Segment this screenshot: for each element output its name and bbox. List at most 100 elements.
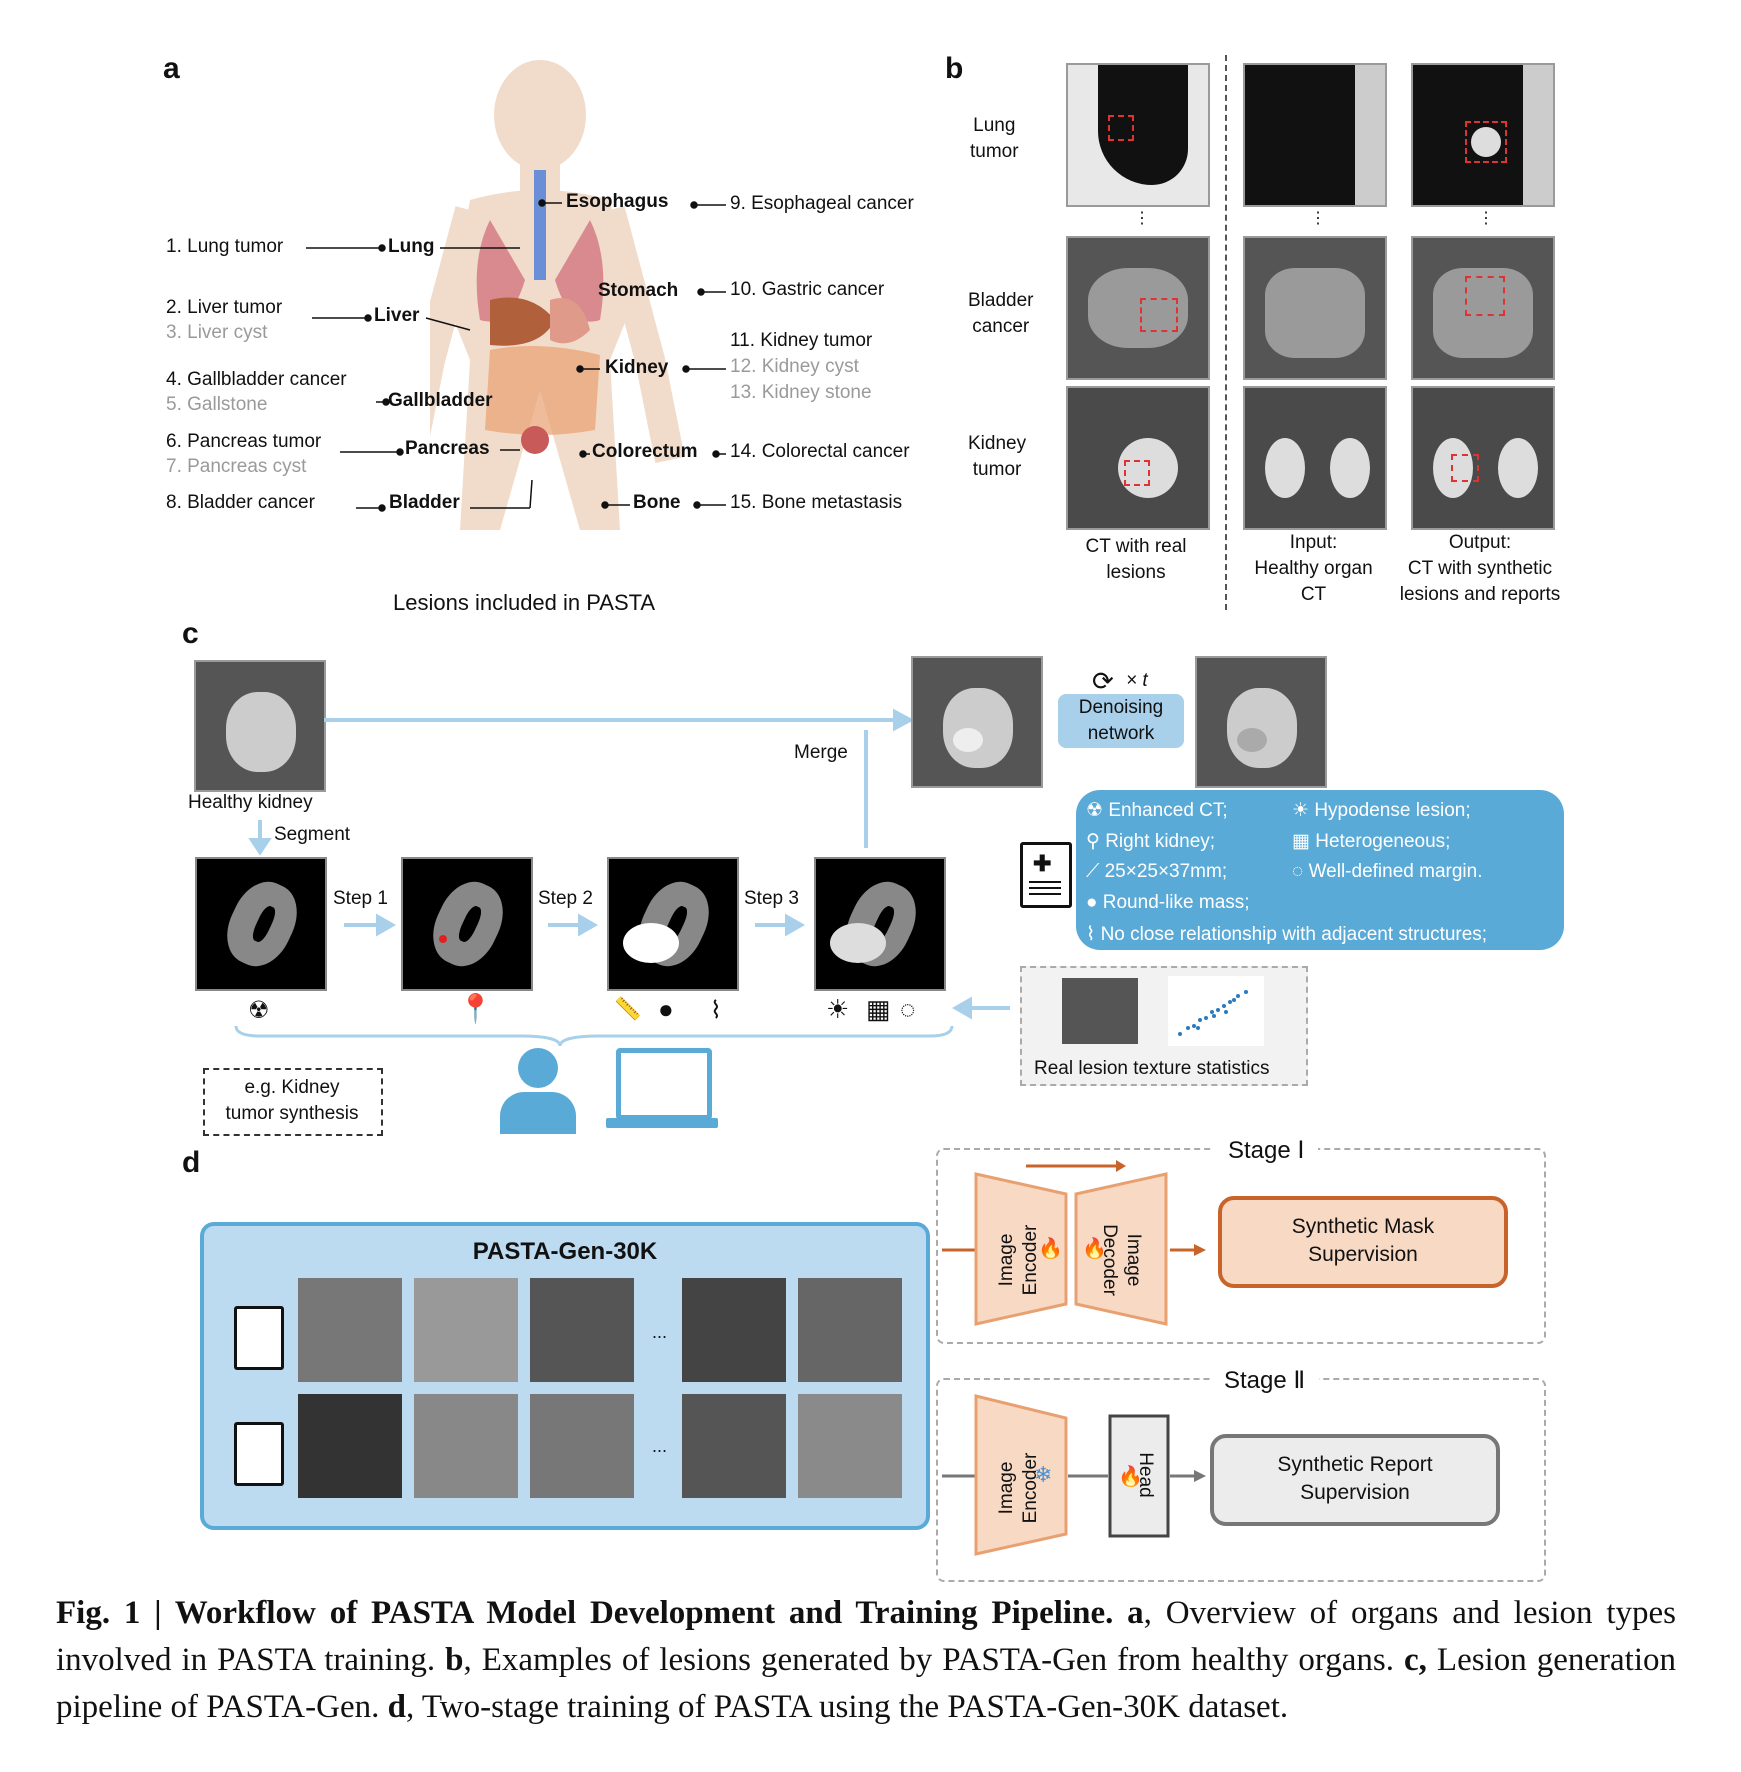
- report-round-mass: ● Round-like mass;: [1086, 892, 1250, 913]
- location-pin-icon: 📍: [458, 993, 493, 1024]
- figure-caption: Fig. 1 | Workflow of PASTA Model Develop…: [56, 1590, 1676, 1731]
- dataset-title: PASTA-Gen-30K: [472, 1238, 658, 1265]
- caption-d-key: d: [387, 1689, 406, 1725]
- mask-supervision-label: Synthetic Mask Supervision: [1291, 1215, 1435, 1266]
- ct-input-lung: [1243, 63, 1387, 207]
- ellipsis-col3: ⋮: [1478, 210, 1494, 227]
- texture-scatter-plot: [1168, 976, 1264, 1046]
- stage2-diagram: [942, 1394, 1206, 1556]
- lesion-10: 10. Gastric cancer: [730, 279, 885, 300]
- example-box: [203, 1068, 383, 1136]
- row-label-lung: Lung tumor: [970, 115, 1019, 162]
- mass-shape-icon: ●: [658, 994, 674, 1024]
- stage1-label: Stage Ⅰ: [1214, 1136, 1319, 1165]
- lesion-5: 5. Gallstone: [166, 394, 268, 415]
- example-label: e.g. Kidney tumor synthesis: [225, 1077, 359, 1124]
- caption-a-text: , Overview of organs and lesion types in…: [56, 1595, 1676, 1678]
- mask-step0: [195, 857, 327, 991]
- dataset-ellipsis-row2: ...: [652, 1436, 668, 1456]
- caption-b-text: , Examples of lesions generated by PASTA…: [463, 1642, 1404, 1678]
- dataset-ellipsis-row1: ...: [652, 1322, 668, 1342]
- lesion-6: 6. Pancreas tumor: [166, 431, 322, 452]
- panel-c-letter: c: [182, 617, 199, 650]
- report-no-relationship: ⌇ No close relationship with adjacent st…: [1086, 924, 1488, 945]
- dataset-image-r1-c3: [530, 1278, 634, 1382]
- caption-c-key: c,: [1404, 1642, 1427, 1678]
- report-doc-icon: ✚: [1020, 842, 1072, 908]
- texture-patch-image: [1062, 978, 1138, 1044]
- ellipsis-col2: ⋮: [1310, 210, 1326, 227]
- caption-d-text: , Two-stage training of PASTA using the …: [405, 1689, 1289, 1725]
- panel-b-divider: [1225, 55, 1227, 610]
- caption-title: Fig. 1 | Workflow of PASTA Model Develop…: [56, 1595, 1114, 1631]
- dataset-image-r2-c5: [798, 1394, 902, 1498]
- dataset-report-icon-2: [234, 1422, 284, 1486]
- mask-step2: [607, 857, 739, 991]
- lesion-3: 3. Liver cyst: [166, 322, 268, 343]
- step2-label: Step 2: [538, 888, 593, 909]
- dataset-image-r1-c4: [682, 1278, 786, 1382]
- dataset-report-icon-1: [234, 1306, 284, 1370]
- dataset-image-r2-c2: [414, 1394, 518, 1498]
- ct-input-kidney: [1243, 386, 1387, 530]
- texture-stats-label: Real lesion texture statistics: [1034, 1058, 1270, 1079]
- panel-b-letter: b: [945, 52, 964, 85]
- dataset-image-r1-c1: [298, 1278, 402, 1382]
- doctor-icon: [496, 1048, 578, 1134]
- organ-bladder: Bladder: [389, 492, 460, 513]
- lesion-13: 13. Kidney stone: [730, 382, 872, 403]
- lesion-11: 11. Kidney tumor: [730, 330, 873, 351]
- row-label-kidney: Kidney tumor: [968, 433, 1027, 480]
- organ-stomach: Stomach: [598, 280, 679, 301]
- report-right-kidney: ⚲ Right kidney;: [1086, 831, 1216, 852]
- ct-real-bladder: [1066, 236, 1210, 380]
- segment-label: Segment: [274, 824, 351, 845]
- stage1-decoder-flame-icon: 🔥: [1082, 1238, 1107, 1260]
- col-caption-output: Output: CT with synthetic lesions and re…: [1399, 532, 1561, 605]
- organ-bone: Bone: [633, 492, 681, 513]
- ct-healthy-kidney: [194, 660, 326, 792]
- ct-output-lung: [1411, 63, 1555, 207]
- panel-a-caption: Lesions included in PASTA: [393, 590, 656, 615]
- mask-supervision-box: Synthetic Mask Supervision: [1218, 1196, 1508, 1288]
- panel-d-letter: d: [182, 1146, 201, 1179]
- step1-label: Step 1: [333, 888, 388, 909]
- lesion-2: 2. Liver tumor: [166, 297, 283, 318]
- lesion-7: 7. Pancreas cyst: [166, 456, 307, 477]
- ct-denoised: [1195, 656, 1327, 788]
- lesion-12: 12. Kidney cyst: [730, 356, 859, 377]
- caption-c-text: Lesion generation pipeline of PASTA-Gen.: [56, 1642, 1676, 1725]
- ct-real-kidney: [1066, 386, 1210, 530]
- checker-icon: ▦: [866, 994, 891, 1024]
- ct-merged: [911, 656, 1043, 788]
- caption-a-key: a: [1127, 1595, 1144, 1631]
- denoising-network-label: Denoising network: [1078, 697, 1164, 744]
- panel-a-letter: a: [163, 52, 180, 85]
- snowflake-icon: ❄: [1034, 1462, 1053, 1487]
- dataset-image-r1-c5: [798, 1278, 902, 1382]
- leader-lines: [306, 199, 726, 512]
- laptop-icon: [606, 1048, 718, 1134]
- ct-real-lung: [1066, 63, 1210, 207]
- ct-output-kidney: [1411, 386, 1555, 530]
- organ-esophagus: Esophagus: [566, 191, 669, 212]
- lesion-1: 1. Lung tumor: [166, 236, 284, 257]
- lesion-15: 15. Bone metastasis: [730, 492, 903, 513]
- stage2-label: Stage Ⅱ: [1210, 1366, 1320, 1395]
- organ-pancreas: Pancreas: [405, 438, 490, 459]
- dataset-image-r2-c4: [682, 1394, 786, 1498]
- row-label-bladder: Bladder cancer: [968, 290, 1034, 337]
- organ-colorectum: Colorectum: [592, 441, 698, 462]
- step3-label: Step 3: [744, 888, 799, 909]
- organ-liver: Liver: [374, 305, 420, 326]
- dataset-box: PASTA-Gen-30K ... ...: [200, 1222, 930, 1530]
- body-illustration: [430, 60, 685, 530]
- lesion-9: 9. Esophageal cancer: [730, 193, 914, 214]
- organ-kidney: Kidney: [605, 357, 669, 378]
- healthy-kidney-label: Healthy kidney: [188, 792, 313, 813]
- col-caption-real: CT with real lesions: [1085, 536, 1187, 583]
- col-caption-input: Input: Healthy organ CT: [1254, 532, 1373, 605]
- mask-step1: [401, 857, 533, 991]
- denoising-network-box: Denoising network: [1058, 694, 1184, 748]
- report-hypodense: ☀ Hypodense lesion;: [1292, 800, 1471, 821]
